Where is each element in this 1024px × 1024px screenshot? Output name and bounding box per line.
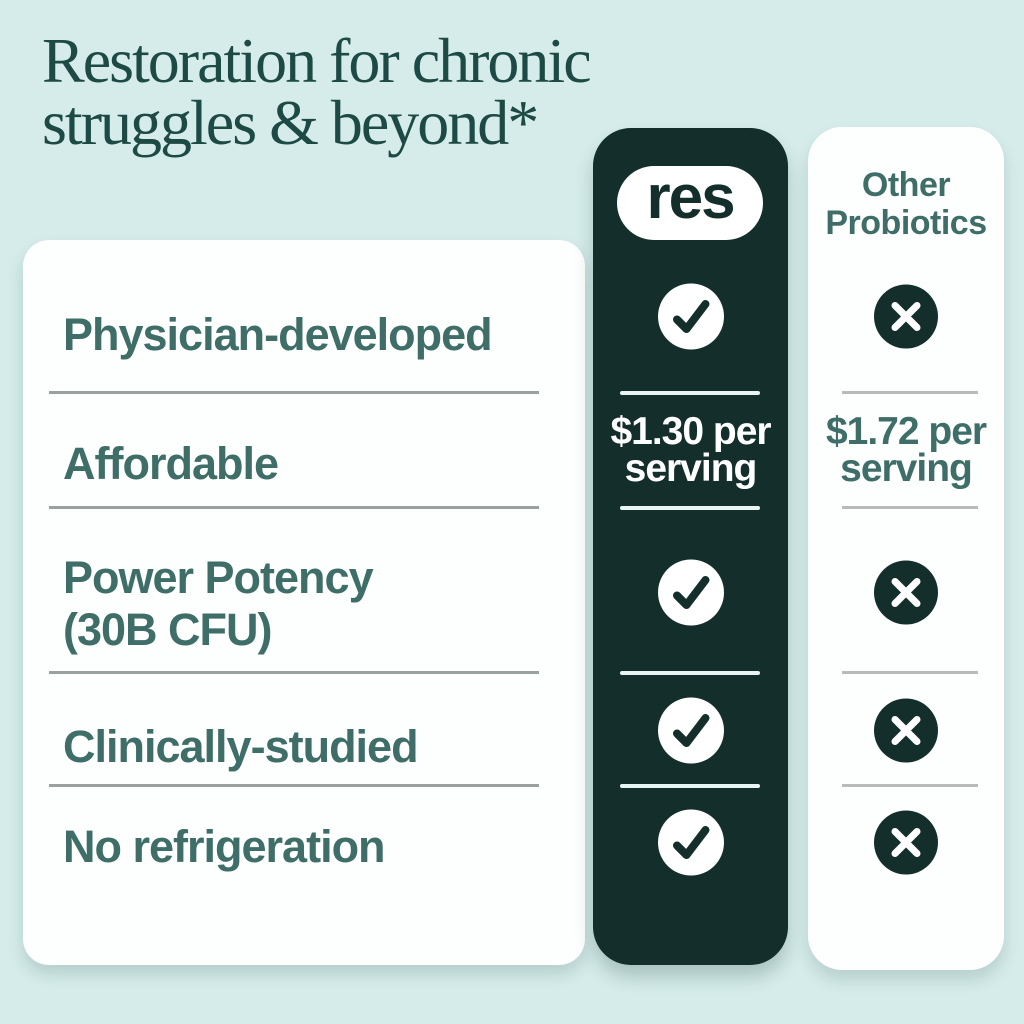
row-divider <box>620 671 760 675</box>
feature-label-clinically-studied: Clinically-studied <box>63 721 419 772</box>
res-logo-badge: res <box>617 163 763 240</box>
check-icon <box>657 697 724 769</box>
cross-icon <box>874 698 938 768</box>
other-price: $1.72 per serving <box>825 410 987 490</box>
row-divider <box>49 671 539 674</box>
row-divider <box>842 506 978 509</box>
feature-label-affordable: Affordable <box>63 438 279 489</box>
page-title: Restoration for chronic struggles & beyo… <box>42 25 592 158</box>
res-column: res $1.30 per serving <box>593 128 788 965</box>
row-divider <box>842 784 978 787</box>
row-divider <box>49 391 539 394</box>
other-probiotics-header: Other Probiotics <box>825 166 987 242</box>
row-divider <box>49 506 539 509</box>
features-card: Physician-developed Affordable Power Pot… <box>23 240 585 965</box>
feature-label-physician-developed: Physician-developed <box>63 309 493 360</box>
row-divider <box>620 506 760 510</box>
cross-icon <box>874 810 938 880</box>
row-divider <box>620 391 760 395</box>
row-divider <box>620 784 760 788</box>
feature-label-no-refrigeration: No refrigeration <box>63 821 386 872</box>
row-divider <box>49 784 539 787</box>
cross-icon <box>874 560 938 630</box>
other-probiotics-column: Other Probiotics $1.72 per serving <box>808 127 1004 970</box>
row-divider <box>842 671 978 674</box>
res-logo-text: res <box>646 162 735 232</box>
check-icon <box>657 809 724 881</box>
check-icon <box>657 283 724 355</box>
feature-label-power-potency: Power Potency (30B CFU) <box>63 552 374 655</box>
res-price: $1.30 per serving <box>610 410 771 490</box>
cross-icon <box>874 284 938 354</box>
row-divider <box>842 391 978 394</box>
check-icon <box>657 559 724 631</box>
